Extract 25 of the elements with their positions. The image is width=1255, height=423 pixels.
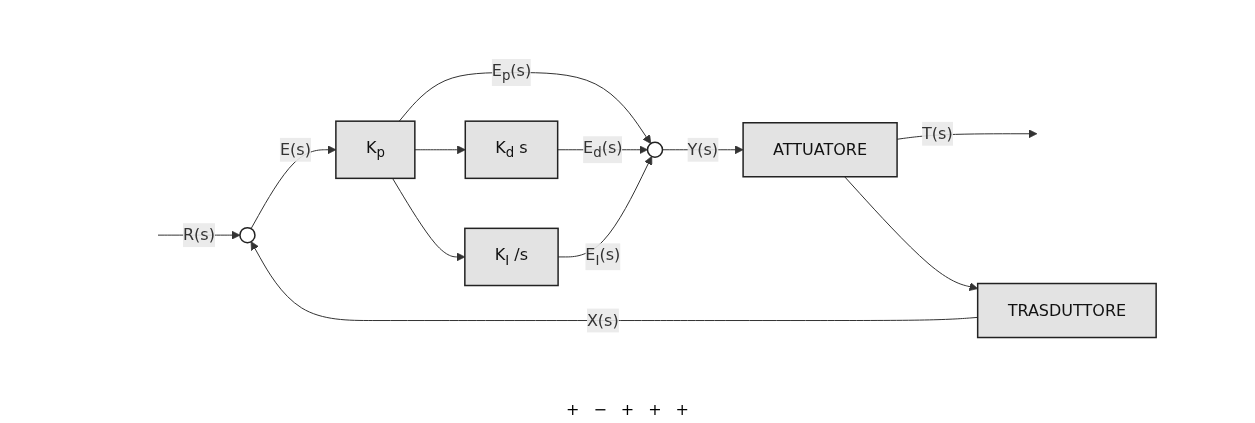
node-box: TRASDUTTORE <box>977 282 1158 338</box>
edge-label: E$_{p}$(s) <box>492 60 532 83</box>
node-box: K$_{p}$ <box>335 120 416 179</box>
edge-label: T(s) <box>922 123 954 143</box>
edge-label: E(s) <box>280 139 312 159</box>
node-circle <box>647 141 664 158</box>
node-box: ATTUATORE <box>742 121 899 178</box>
edge-label: R(s) <box>183 224 216 244</box>
edge-label: E$_{I}$(s) <box>585 245 621 268</box>
arrow <box>251 145 337 229</box>
arrow <box>251 241 979 321</box>
edge-label: E$_{d}$(s) <box>583 137 623 161</box>
sign-label: − <box>593 400 607 419</box>
arrow <box>844 176 979 291</box>
node-box: K$_{I}$ /s <box>464 227 560 286</box>
sign-label: + <box>566 400 580 419</box>
arrow <box>392 177 466 262</box>
node-circle <box>239 226 257 244</box>
edge-label: X(s) <box>587 310 620 330</box>
node-box: K$_{d}$ s <box>464 120 559 179</box>
sign-label: + <box>675 400 689 419</box>
arrow <box>558 155 653 258</box>
edge-label: Y(s) <box>687 139 719 159</box>
sign-label: + <box>620 400 635 419</box>
sign-label: + <box>648 400 662 419</box>
